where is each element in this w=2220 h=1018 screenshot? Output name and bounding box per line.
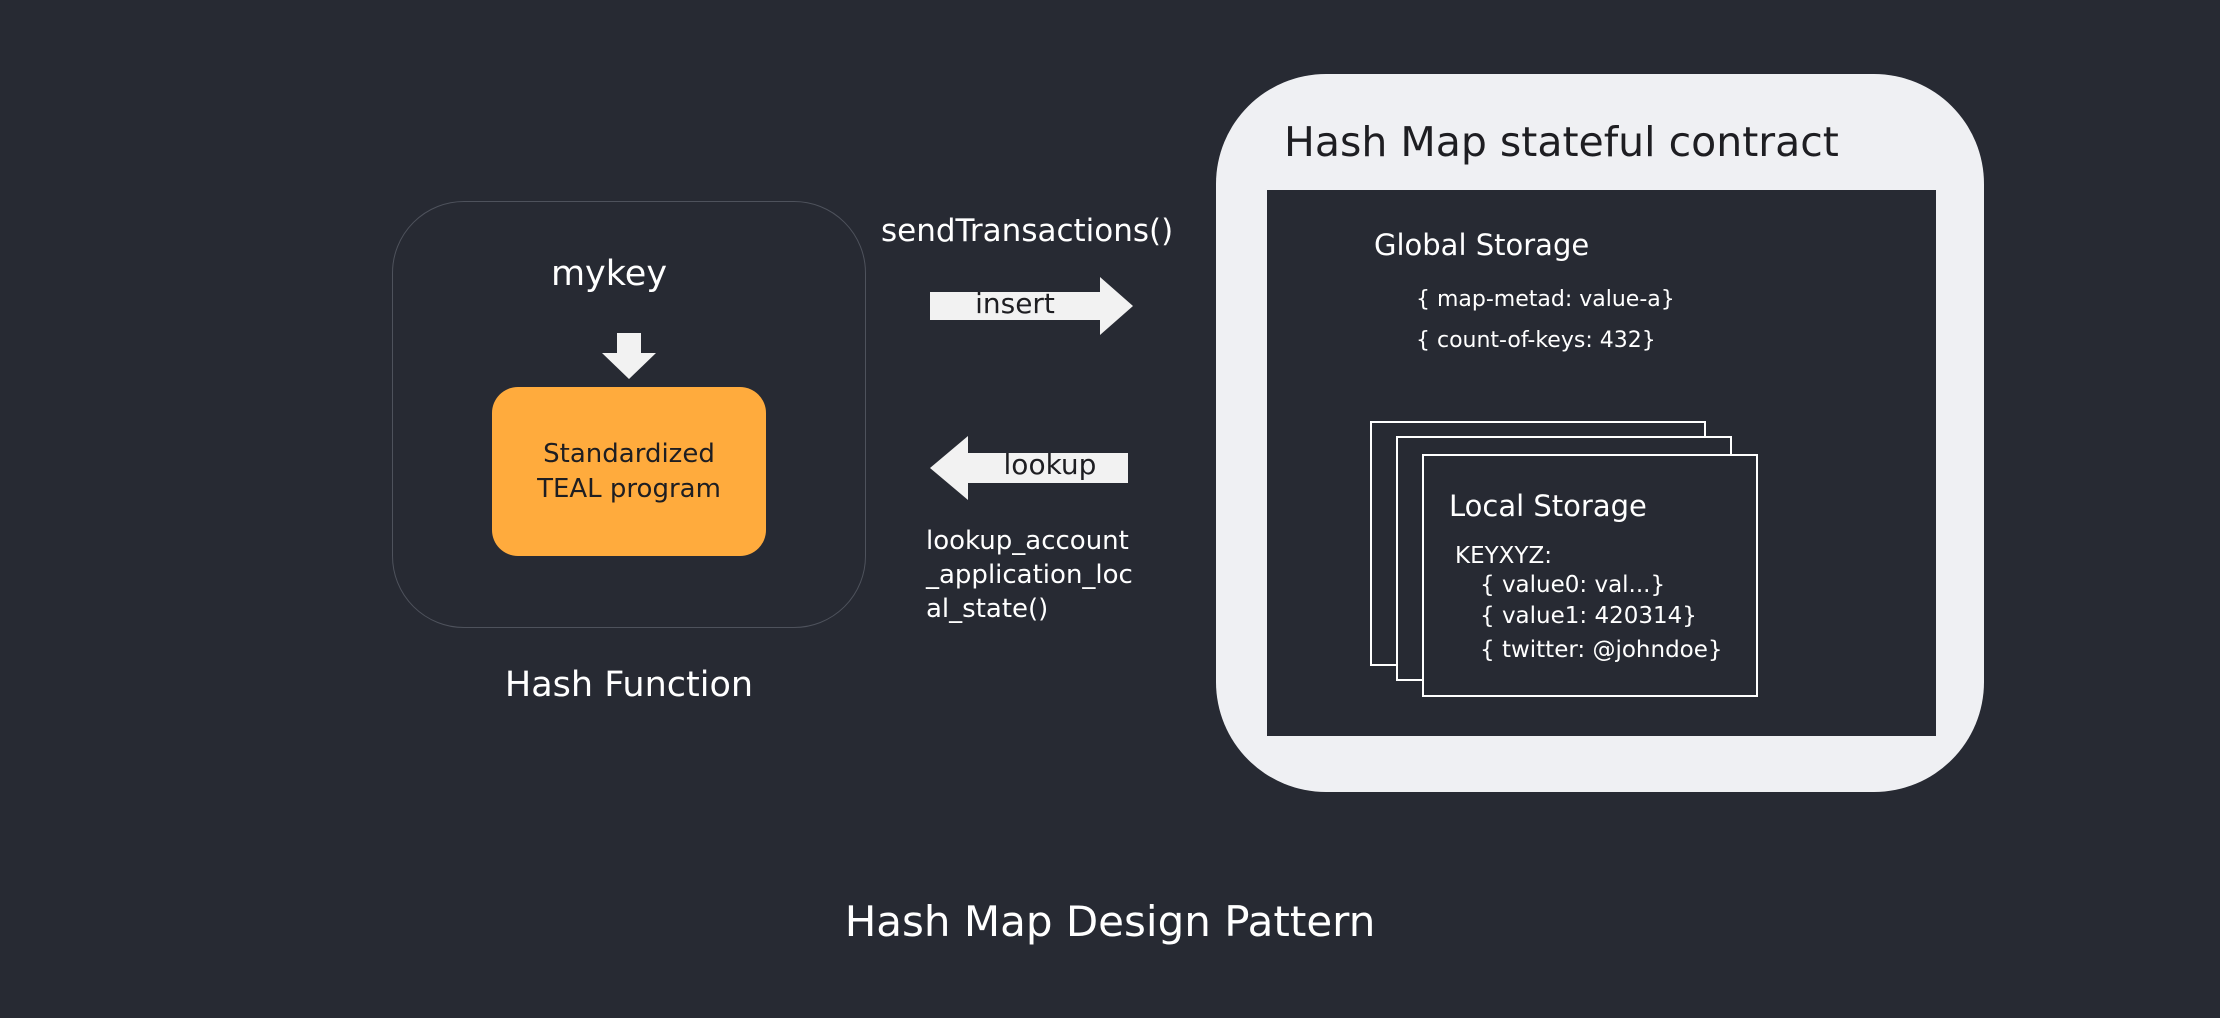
lookup-function-label: lookup_account _application_loc al_state… [926, 524, 1133, 626]
hash-function-box [392, 201, 866, 628]
hash-function-label: Hash Function [504, 665, 754, 705]
global-storage-item: { count-of-keys: 432} [1416, 328, 1656, 353]
lookup-function-line3: al_state() [926, 594, 1049, 624]
local-storage-title: Local Storage [1449, 489, 1647, 523]
teal-program-box: Standardized TEAL program [492, 387, 766, 556]
local-storage-item: { value0: val...} [1480, 572, 1666, 598]
lookup-function-line1: lookup_account [926, 526, 1129, 556]
down-arrow-icon [602, 333, 656, 379]
contract-title: Hash Map stateful contract [1284, 118, 1839, 166]
local-storage-item: { twitter: @johndoe} [1480, 637, 1723, 663]
send-transactions-label: sendTransactions() [881, 213, 1174, 249]
insert-arrow-icon [930, 277, 1133, 335]
local-storage-item: { value1: 420314} [1480, 603, 1697, 629]
input-key-label: mykey [550, 254, 668, 294]
global-storage-item: { map-metad: value-a} [1416, 287, 1675, 312]
teal-program-line1: Standardized [543, 438, 715, 469]
insert-label: insert [975, 287, 1055, 320]
teal-program-line2: TEAL program [537, 473, 721, 504]
local-storage-page-front [1422, 454, 1758, 697]
diagram-caption: Hash Map Design Pattern [844, 897, 1376, 946]
global-storage-title: Global Storage [1374, 228, 1590, 262]
lookup-function-line2: _application_loc [926, 560, 1133, 590]
local-storage-key: KEYXYZ: [1455, 543, 1552, 569]
lookup-arrow-icon [930, 436, 1128, 500]
lookup-label: lookup [1003, 448, 1097, 481]
